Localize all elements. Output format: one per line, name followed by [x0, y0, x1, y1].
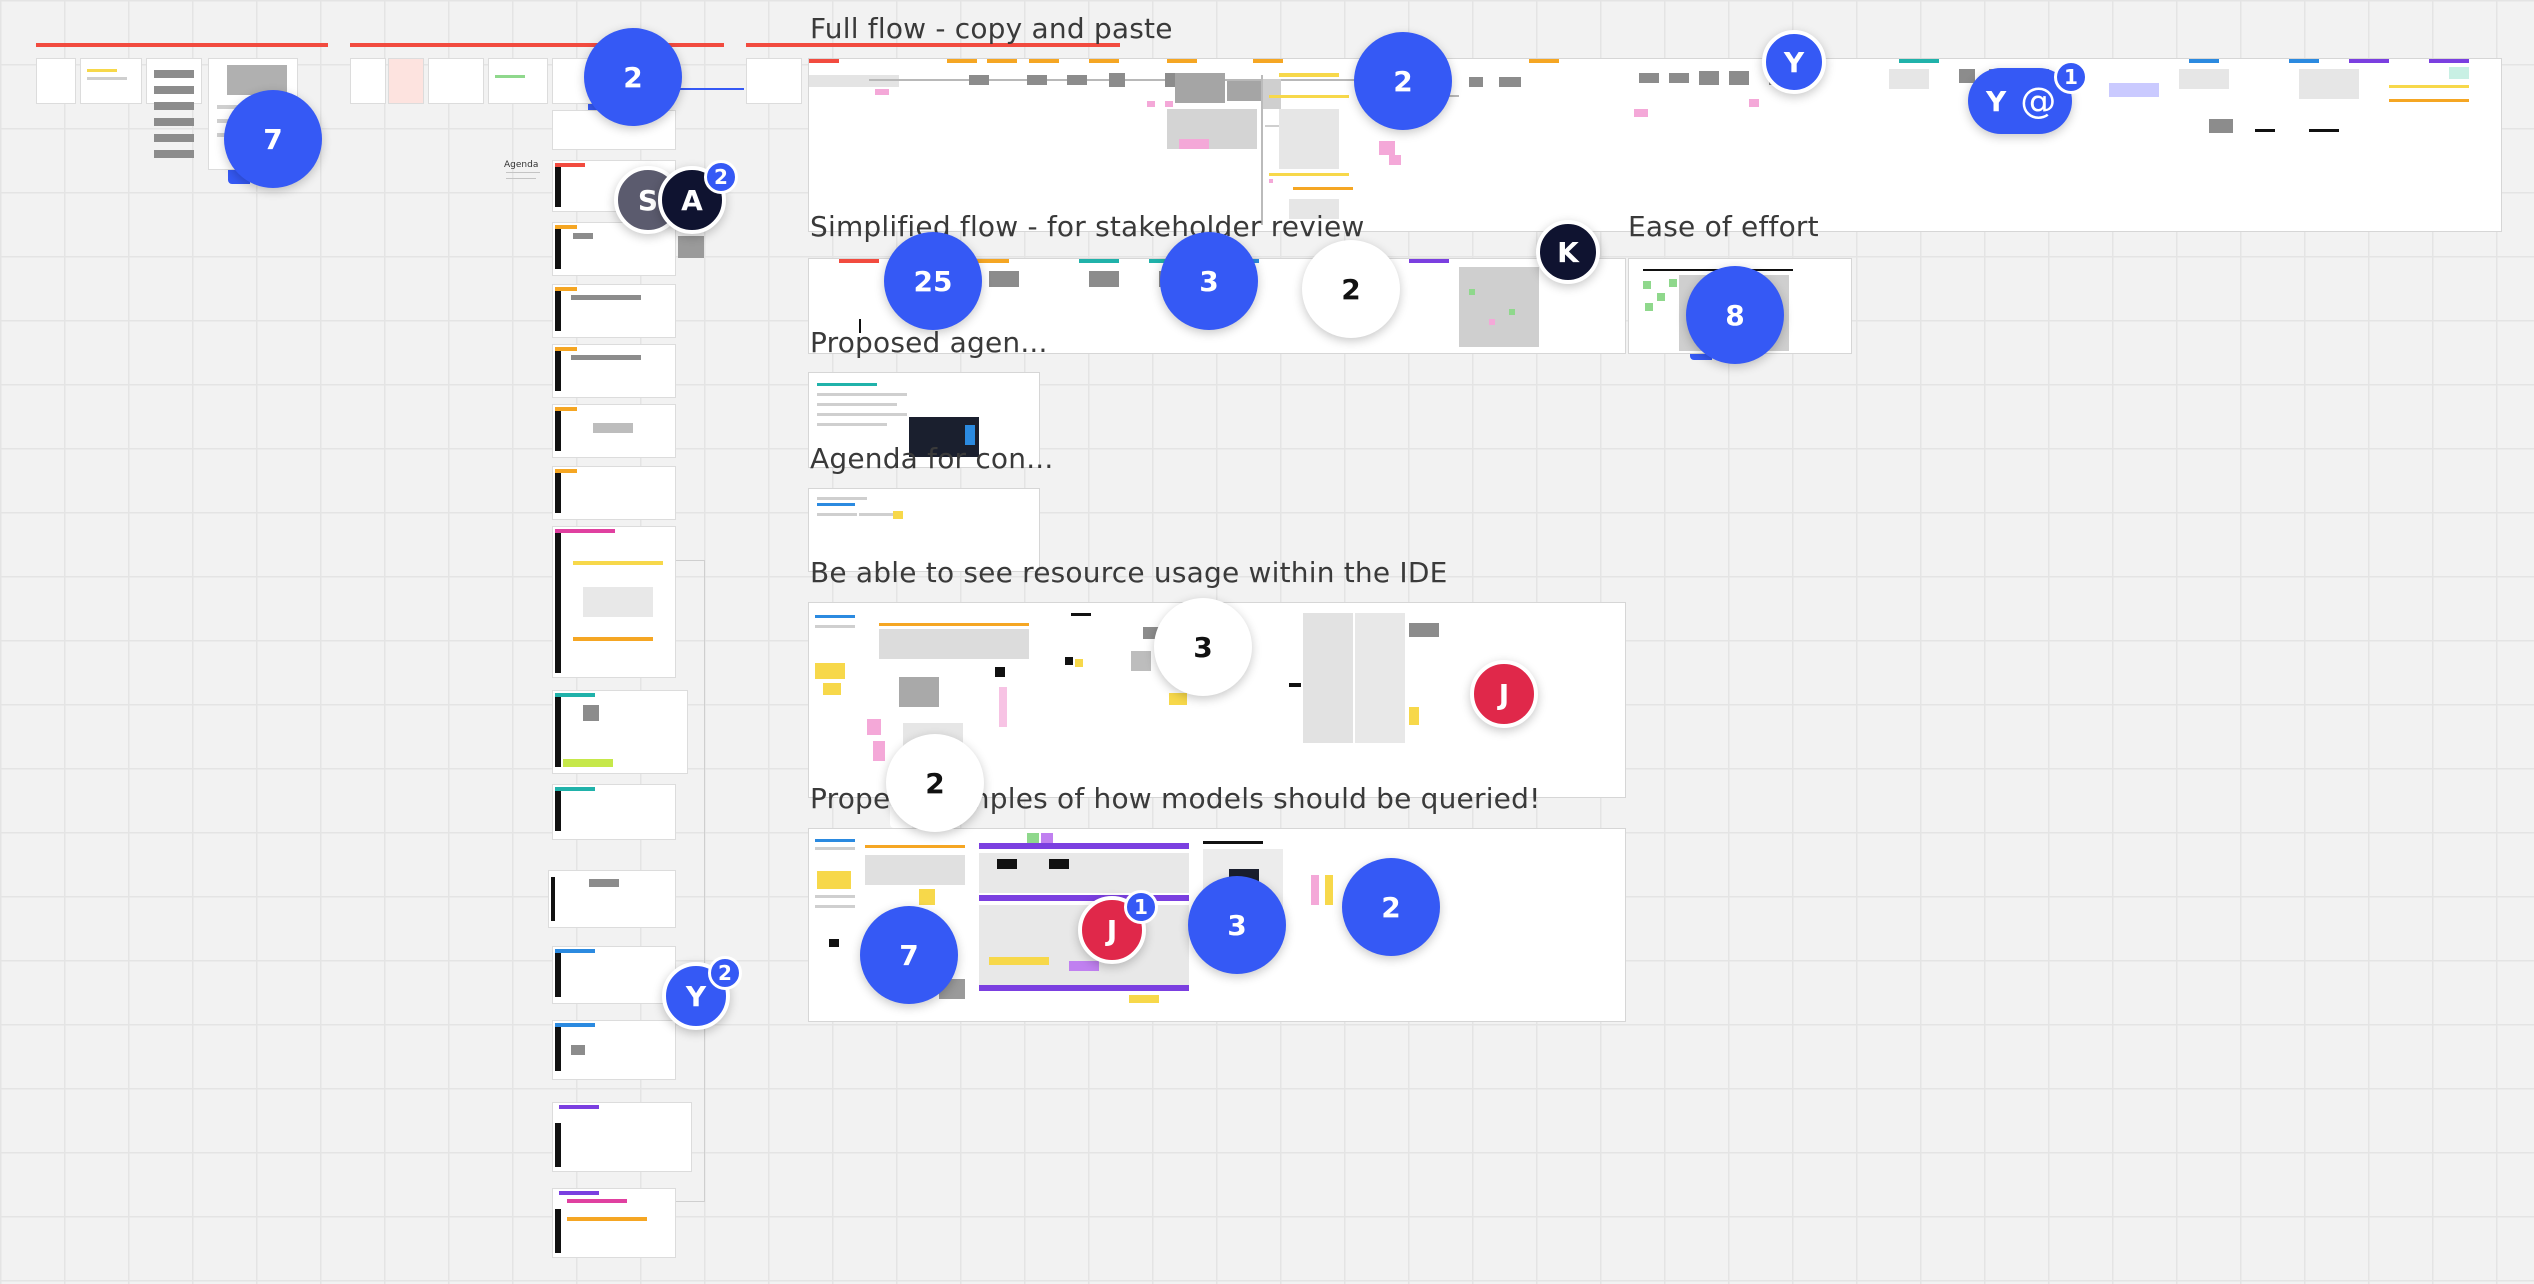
mini-frame[interactable]: [552, 404, 676, 458]
comment-thread[interactable]: 25: [884, 232, 982, 330]
comment-thread-resolved[interactable]: 3: [1154, 598, 1252, 696]
frame-proposed-agenda[interactable]: [808, 372, 1040, 468]
mini-frame[interactable]: [552, 946, 676, 1004]
frame-title-simplified-flow[interactable]: Simplified flow - for stakeholder review: [810, 210, 1365, 243]
mini-frame[interactable]: [552, 690, 688, 774]
at-sign-icon: @: [2020, 80, 2057, 122]
comment-thread[interactable]: 7: [224, 90, 322, 188]
comment-thread[interactable]: 7: [860, 906, 958, 1004]
frame-full-flow[interactable]: [808, 58, 2502, 232]
frame-title-ease-of-effort[interactable]: Ease of effort: [1628, 210, 1819, 243]
comment-thread[interactable]: 8: [1686, 266, 1784, 364]
mini-frame[interactable]: [552, 1102, 692, 1172]
comment-thread[interactable]: 2: [1342, 858, 1440, 956]
mention-count-badge: 1: [2054, 60, 2088, 94]
comment-thread[interactable]: 2: [1354, 32, 1452, 130]
mini-frame[interactable]: [552, 784, 676, 840]
comment-thread[interactable]: 3: [1160, 232, 1258, 330]
section-divider: [746, 43, 1120, 47]
frame-title-agenda-for-con[interactable]: Agenda for con...: [810, 442, 1054, 475]
collaborator-avatar[interactable]: J: [1078, 896, 1146, 964]
board-thumbnail[interactable]: [428, 58, 484, 104]
avatar-count-badge: 2: [708, 956, 742, 990]
comment-thread[interactable]: 2: [584, 28, 682, 126]
frame-title-full-flow[interactable]: Full flow - copy and paste: [810, 12, 1173, 45]
board-thumbnail[interactable]: [148, 58, 204, 170]
collaborator-avatar[interactable]: Y: [1762, 30, 1826, 94]
section-divider: [36, 43, 328, 47]
comment-thread-resolved[interactable]: 2: [886, 734, 984, 832]
collaborator-avatar[interactable]: K: [1536, 220, 1600, 284]
connector-line: [660, 88, 744, 90]
avatar-count-badge: 2: [704, 160, 738, 194]
board-thumbnail[interactable]: [746, 58, 802, 104]
sticky-cluster: [678, 236, 704, 258]
board-thumbnail[interactable]: [350, 58, 386, 104]
section-divider: [350, 43, 724, 47]
collaborator-mention-pill[interactable]: Y @: [1968, 68, 2072, 134]
mini-frame[interactable]: [552, 1188, 676, 1258]
mini-frame[interactable]: [548, 870, 676, 928]
avatar-count-badge: 1: [1124, 890, 1158, 924]
connector-line: [676, 560, 705, 1202]
mini-frame[interactable]: [552, 526, 676, 678]
comment-thread-resolved[interactable]: 2: [1302, 240, 1400, 338]
agenda-small-label: Agenda: [504, 160, 539, 170]
frame-title-proposed-agenda[interactable]: Proposed agen...: [810, 326, 1048, 359]
board-thumbnail[interactable]: [36, 58, 76, 104]
mini-frame[interactable]: [552, 284, 676, 338]
mini-frame[interactable]: [552, 1020, 676, 1080]
collaborator-avatar[interactable]: J: [1470, 660, 1538, 728]
board-thumbnail[interactable]: [488, 58, 548, 104]
board-thumbnail[interactable]: [80, 58, 142, 104]
comment-thread[interactable]: 3: [1188, 876, 1286, 974]
frame-title-resource-usage[interactable]: Be able to see resource usage within the…: [810, 556, 1448, 589]
mini-frame[interactable]: [552, 466, 676, 520]
frame-agenda-for-con[interactable]: [808, 488, 1040, 572]
board-thumbnail[interactable]: [388, 58, 424, 104]
mini-frame[interactable]: [552, 344, 676, 398]
